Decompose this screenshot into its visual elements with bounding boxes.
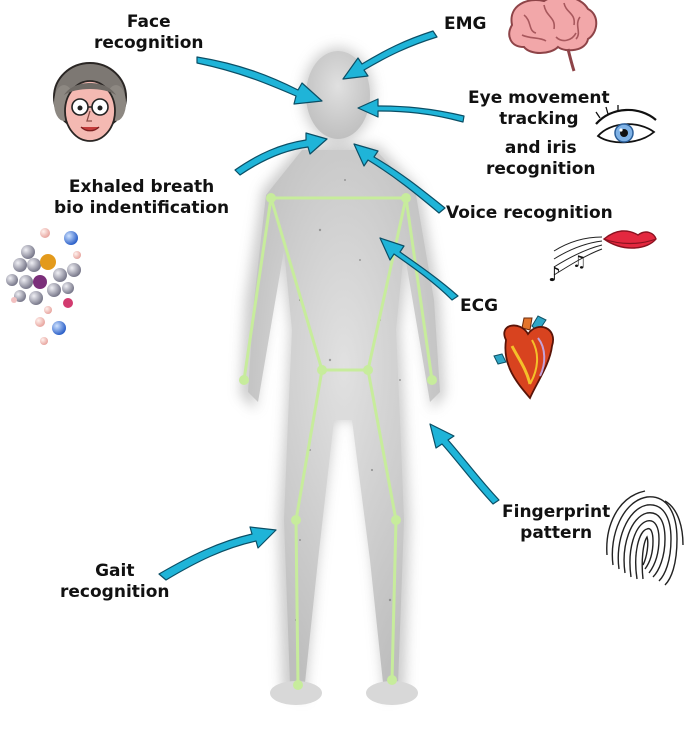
label-fingerprint-pattern: Fingerprint pattern xyxy=(502,502,610,544)
label-line: tracking xyxy=(499,109,579,129)
arrow-breath xyxy=(234,132,328,176)
label-line: ECG xyxy=(460,296,499,316)
label-line: Exhaled breath xyxy=(68,177,215,197)
label-line: recognition xyxy=(94,33,204,53)
arrow-face xyxy=(196,56,323,105)
label-emg: EMG xyxy=(444,14,486,35)
heart-icon xyxy=(493,315,554,400)
arrows xyxy=(158,30,500,581)
svg-text:♪: ♪ xyxy=(548,262,561,286)
grandmother-face-icon xyxy=(53,62,127,142)
label-iris-recognition: and iris recognition xyxy=(486,138,596,180)
label-exhaled-breath: Exhaled breath bio indentification xyxy=(54,177,229,219)
brain-icon xyxy=(508,0,598,72)
label-gait-recognition: Gait recognition xyxy=(60,561,170,603)
molecule-icon xyxy=(6,228,81,345)
label-line: EMG xyxy=(444,14,487,34)
arrow-ecg xyxy=(379,237,459,301)
label-line: Fingerprint xyxy=(502,502,611,522)
human-body-silhouette xyxy=(240,47,445,705)
arrow-eye xyxy=(357,98,465,123)
label-ecg: ECG xyxy=(460,296,498,317)
label-line: pattern xyxy=(520,523,593,543)
label-line: Gait xyxy=(95,561,135,581)
label-line: Face xyxy=(126,12,171,32)
label-line: Voice recognition xyxy=(446,203,613,223)
eye-icon xyxy=(595,105,657,144)
label-line: recognition xyxy=(60,582,170,602)
label-line: bio indentification xyxy=(54,198,230,218)
label-line: Eye movement xyxy=(468,88,610,108)
fingerprint-icon xyxy=(606,490,684,586)
arrow-gait xyxy=(158,526,277,581)
label-line: recognition xyxy=(486,159,596,179)
svg-text:♫: ♫ xyxy=(572,252,586,271)
arrow-emg xyxy=(342,30,438,80)
skeleton-overlay xyxy=(239,193,437,690)
label-voice-recognition: Voice recognition xyxy=(446,203,613,224)
arrow-fingerprint xyxy=(429,423,500,505)
label-eye-movement-tracking: Eye movement tracking xyxy=(468,88,610,130)
label-line: and iris xyxy=(504,138,577,158)
arrow-voice xyxy=(353,143,446,214)
label-face-recognition: Face recognition xyxy=(94,12,204,54)
lips-music-icon: ♪ ♫ xyxy=(548,230,657,286)
